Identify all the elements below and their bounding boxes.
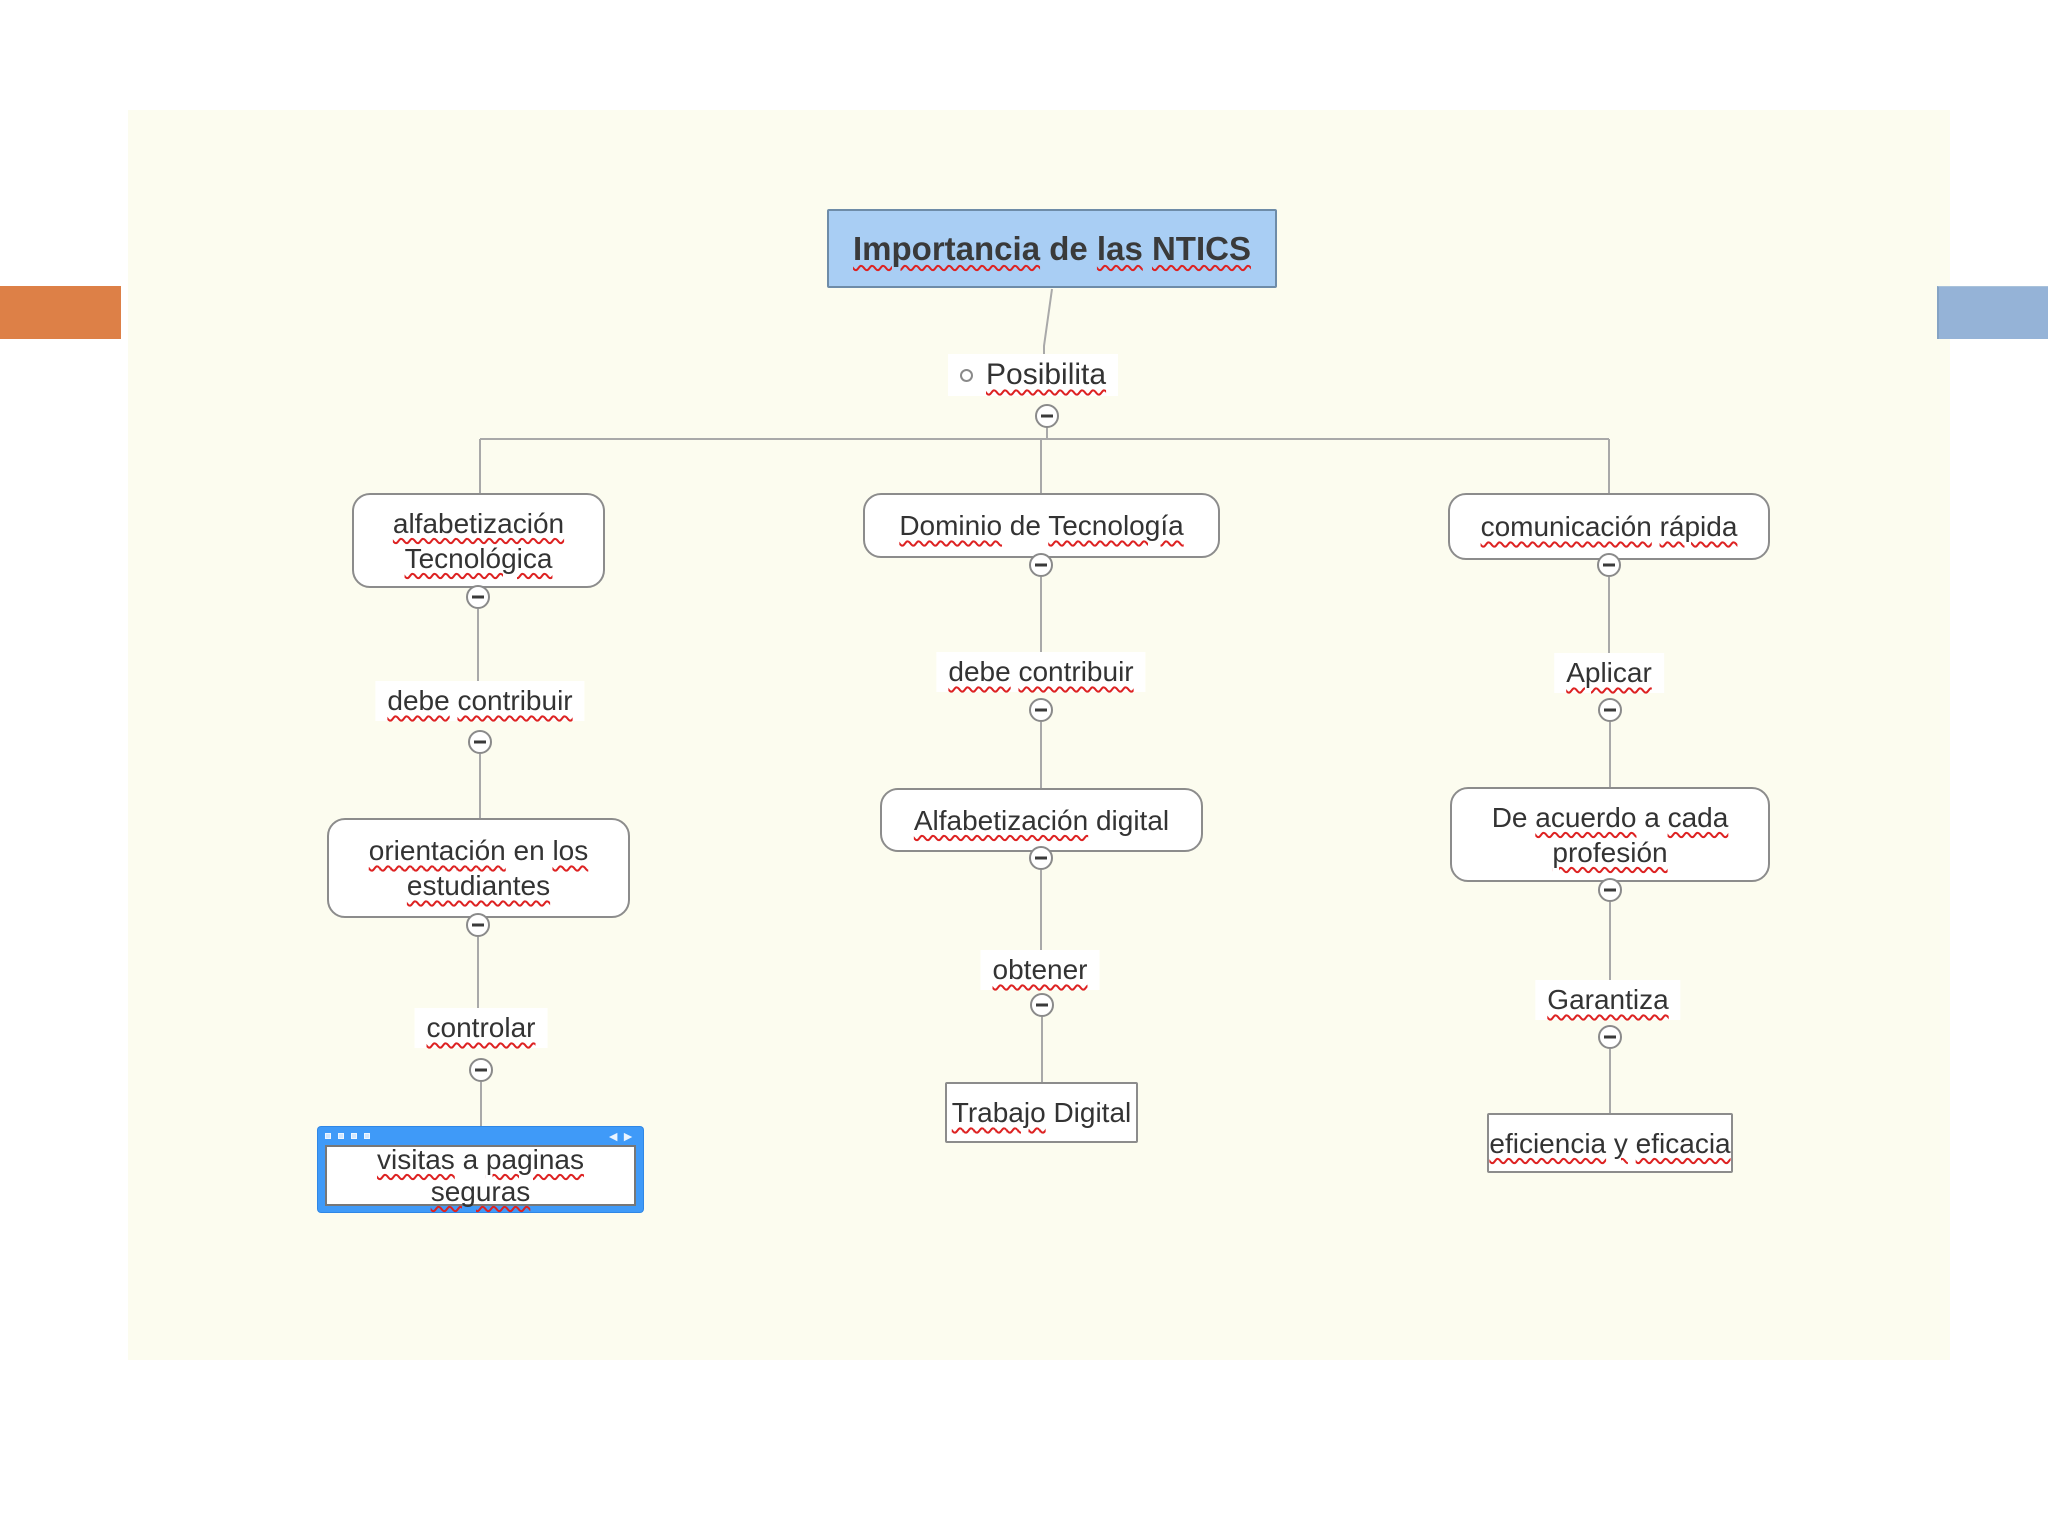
map-title[interactable]: Importancia de las NTICS — [827, 209, 1277, 288]
selection-toolbar: ◄► — [318, 1127, 643, 1145]
resize-arrows-icon[interactable]: ◄► — [606, 1128, 636, 1144]
collapse-minus-icon[interactable] — [1029, 846, 1053, 870]
collapse-minus-icon[interactable] — [1029, 698, 1053, 722]
collapse-minus-icon[interactable] — [466, 585, 490, 609]
link-label-text: Posibilita — [986, 358, 1107, 391]
concept-comunicacion-rapida[interactable]: comunicación rápida — [1448, 493, 1770, 560]
link-label-controlar[interactable]: controlar — [414, 1008, 548, 1048]
link-label-posibilita[interactable]: Posibilita — [948, 354, 1119, 396]
selected-concept-frame[interactable]: ◄► visitas a paginas seguras — [318, 1127, 643, 1212]
collapse-minus-icon[interactable] — [1030, 993, 1054, 1017]
link-label-aplicar[interactable]: Aplicar — [1554, 653, 1664, 693]
drag-handle-dots-icon[interactable] — [325, 1133, 370, 1139]
collapse-minus-icon[interactable] — [1598, 1025, 1622, 1049]
concept-visitas-paginas-seguras[interactable]: visitas a paginas seguras — [325, 1144, 636, 1207]
link-label-debe-contribuir-mid[interactable]: debe contribuir — [936, 652, 1146, 692]
concept-trabajo-digital[interactable]: Trabajo Digital — [945, 1082, 1138, 1143]
link-label-debe-contribuir-left[interactable]: debe contribuir — [375, 681, 585, 721]
collapse-minus-icon[interactable] — [468, 730, 492, 754]
blue-accent-bar — [1937, 286, 2048, 339]
collapse-minus-icon[interactable] — [1029, 553, 1053, 577]
link-label-garantiza[interactable]: Garantiza — [1535, 980, 1681, 1020]
orange-accent-bar — [0, 286, 121, 339]
collapse-minus-icon[interactable] — [1598, 878, 1622, 902]
collapse-minus-icon[interactable] — [469, 1058, 493, 1082]
connection-point-icon[interactable] — [960, 368, 973, 382]
collapse-minus-icon[interactable] — [1035, 404, 1059, 428]
concept-alfabetizacion-digital[interactable]: Alfabetización digital — [880, 788, 1203, 852]
collapse-minus-icon[interactable] — [1598, 698, 1622, 722]
concept-eficiencia-eficacia[interactable]: eficiencia y eficacia — [1487, 1113, 1733, 1173]
collapse-minus-icon[interactable] — [466, 913, 490, 937]
concept-dominio-tecnologia[interactable]: Dominio de Tecnología — [863, 493, 1220, 558]
collapse-minus-icon[interactable] — [1597, 553, 1621, 577]
link-label-obtener[interactable]: obtener — [980, 950, 1100, 990]
